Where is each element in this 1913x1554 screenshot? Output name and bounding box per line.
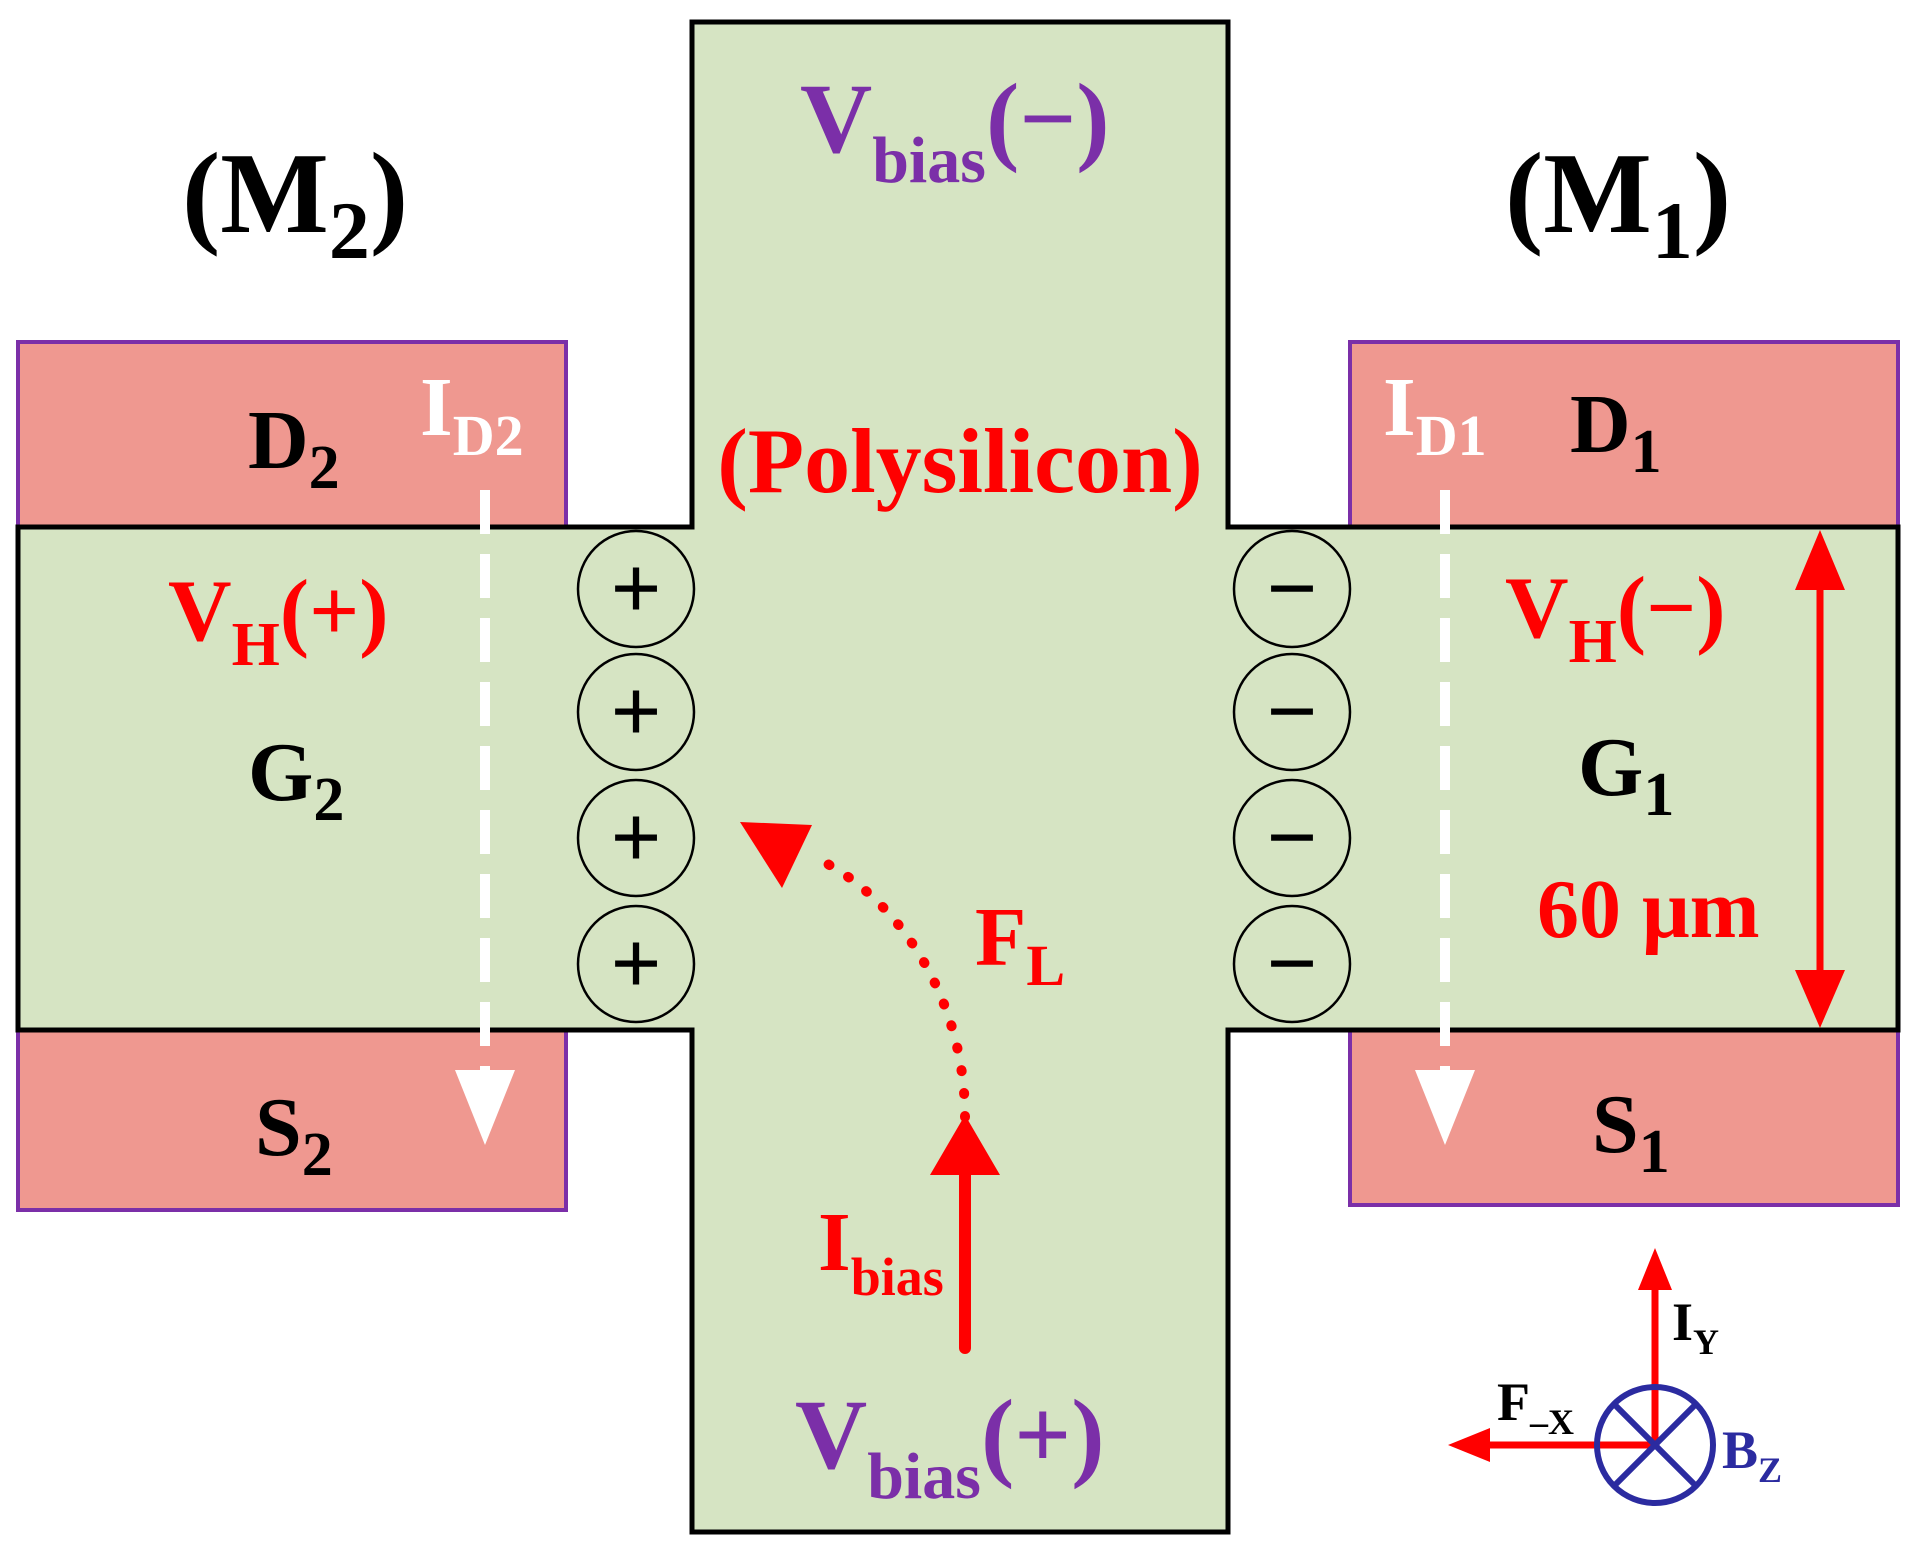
id2-label: ID2 bbox=[420, 361, 524, 468]
positive-charges: + + + + bbox=[576, 529, 696, 1024]
m1-label: (M1) bbox=[1505, 130, 1731, 276]
charge-plus-3: + bbox=[610, 789, 661, 888]
drain-d2-pad bbox=[16, 340, 568, 534]
m2-label: (M2) bbox=[182, 130, 408, 276]
charge-plus-4: + bbox=[610, 915, 661, 1014]
d1-label: D1 bbox=[1570, 378, 1662, 486]
negative-charges: − − − − bbox=[1232, 529, 1352, 1024]
vh-right-label: VH(−) bbox=[1505, 560, 1726, 676]
polysilicon-cross bbox=[15, 19, 1901, 1535]
charge-minus-4: − bbox=[1266, 915, 1317, 1014]
charge-plus-2: + bbox=[610, 663, 661, 762]
charge-minus-1: − bbox=[1266, 540, 1317, 639]
id2-current-arrow bbox=[455, 490, 515, 1145]
s1-label: S1 bbox=[1592, 1078, 1670, 1186]
id1-label: ID1 bbox=[1383, 361, 1487, 468]
d2-label: D2 bbox=[248, 394, 340, 502]
vbias-top-label: Vbias(−) bbox=[800, 63, 1110, 197]
circle-with-x-icon bbox=[1594, 1384, 1716, 1506]
vh-left-label: VH(+) bbox=[168, 563, 389, 679]
g2-label: G2 bbox=[248, 726, 344, 834]
polysilicon-label: (Polysilicon) bbox=[717, 410, 1203, 512]
fl-label: FL bbox=[975, 891, 1065, 998]
ibias-label: Ibias bbox=[818, 1196, 944, 1307]
id1-current-arrow bbox=[1415, 490, 1475, 1145]
s2-label: S2 bbox=[255, 1081, 333, 1189]
charge-minus-3: − bbox=[1266, 789, 1317, 888]
lorentz-force-arrow bbox=[740, 822, 970, 1122]
iy-label: IY bbox=[1672, 1292, 1719, 1362]
axis-legend bbox=[1448, 1248, 1716, 1506]
bz-label: BZ bbox=[1722, 1420, 1782, 1490]
ibias-arrow bbox=[930, 1115, 1000, 1354]
dimension-arrow bbox=[1795, 530, 1845, 1028]
charge-minus-2: − bbox=[1266, 663, 1317, 762]
vbias-bottom-label: Vbias(+) bbox=[795, 1379, 1105, 1513]
g1-label: G1 bbox=[1578, 721, 1674, 829]
fx-label: F–X bbox=[1497, 1372, 1574, 1442]
dimension-label: 60 μm bbox=[1537, 863, 1760, 956]
charge-plus-1: + bbox=[610, 540, 661, 639]
